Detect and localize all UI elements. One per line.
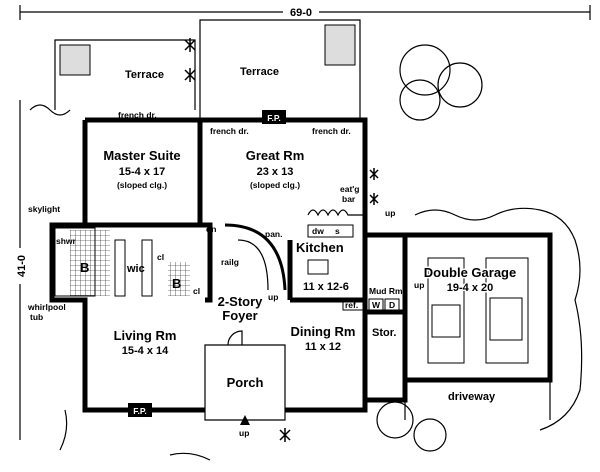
svg-text:ref.: ref. — [345, 300, 358, 310]
svg-text:cl: cl — [157, 252, 164, 262]
svg-text:Terrace: Terrace — [125, 69, 164, 81]
svg-text:up: up — [239, 428, 249, 438]
skylight-label: skylight — [28, 204, 60, 214]
svg-text:railg: railg — [221, 257, 239, 267]
bath-2: B — [172, 276, 181, 291]
walls — [49, 117, 553, 421]
svg-text:up: up — [268, 292, 278, 302]
svg-text:11 x 12-6: 11 x 12-6 — [303, 281, 349, 293]
svg-text:cl: cl — [193, 286, 200, 296]
width-dimension: 69-0 — [19, 4, 591, 20]
svg-text:F.P.: F.P. — [267, 113, 281, 123]
svg-text:up: up — [385, 208, 395, 218]
svg-text:(sloped clg.): (sloped clg.) — [250, 180, 300, 190]
width-label: 69-0 — [290, 7, 312, 19]
depth-dimension: 41-0 — [12, 100, 28, 440]
bath-1: B — [80, 260, 89, 275]
french-door-great-left: french dr. — [210, 126, 249, 136]
master-suite-name: Master Suite — [103, 148, 180, 163]
svg-text:dn: dn — [206, 224, 216, 234]
walk-in-closet: wic — [126, 263, 145, 275]
svg-text:15-4 x 17: 15-4 x 17 — [119, 166, 165, 178]
foyer-line2: Foyer — [222, 308, 257, 323]
french-door-great-right: french dr. — [312, 126, 351, 136]
entry-arrow-icon — [240, 415, 250, 425]
svg-text:s: s — [335, 226, 340, 236]
mud-room-name: Mud Rm — [369, 286, 403, 296]
svg-text:15-4 x 14: 15-4 x 14 — [122, 345, 169, 357]
terrace-right: Terrace — [199, 19, 361, 120]
storage-name: Stor. — [372, 327, 396, 339]
landscaping — [29, 38, 583, 461]
svg-text:11 x 12: 11 x 12 — [305, 341, 341, 353]
svg-text:W: W — [372, 300, 381, 310]
svg-text:19-4 x 20: 19-4 x 20 — [447, 282, 493, 294]
fireplace-living-room: F.P. — [128, 403, 152, 417]
fireplace-great-room: F.P. — [262, 110, 286, 124]
staircase — [224, 223, 287, 291]
foyer-line1: 2-Story — [218, 294, 264, 309]
svg-text:(sloped clg.): (sloped clg.) — [117, 180, 167, 190]
french-door-master: french dr. — [118, 110, 157, 120]
svg-text:Terrace: Terrace — [240, 66, 279, 78]
driveway-label: driveway — [448, 391, 496, 403]
bath-tile — [70, 230, 190, 296]
svg-text:eat'g: eat'g — [340, 184, 360, 194]
svg-text:bar: bar — [342, 194, 356, 204]
svg-text:up: up — [414, 280, 424, 290]
dining-room-name: Dining Rm — [291, 324, 356, 339]
svg-text:dw: dw — [312, 226, 324, 236]
porch-name: Porch — [227, 375, 264, 390]
great-room-name: Great Rm — [246, 148, 305, 163]
depth-label: 41-0 — [16, 255, 28, 277]
svg-text:pan.: pan. — [265, 229, 282, 239]
svg-text:whirlpool: whirlpool — [27, 302, 66, 312]
svg-text:shwr: shwr — [56, 236, 77, 246]
svg-text:tub: tub — [30, 312, 43, 322]
kitchen-name: Kitchen — [296, 240, 344, 255]
living-room-name: Living Rm — [114, 328, 177, 343]
svg-text:D: D — [389, 300, 395, 310]
garage-name: Double Garage — [424, 265, 516, 280]
svg-text:F.P.: F.P. — [133, 406, 147, 416]
svg-text:23 x 13: 23 x 13 — [257, 166, 294, 178]
terrace-left: Terrace — [54, 39, 196, 110]
